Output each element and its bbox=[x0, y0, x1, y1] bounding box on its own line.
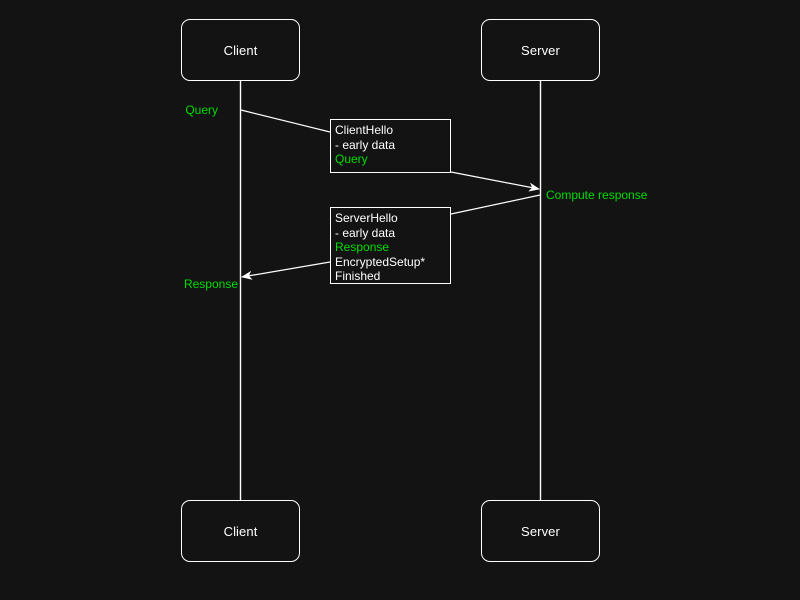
actor-label-server-top: Server bbox=[521, 42, 560, 58]
note-line: - early data bbox=[335, 225, 396, 240]
note-line: ClientHello bbox=[335, 123, 394, 137]
message-arrow-response bbox=[241, 261, 331, 280]
actor-label-client-bottom: Client bbox=[223, 523, 258, 539]
note-line-accent: Query bbox=[335, 152, 368, 167]
message-arrow-server-to-serverhello bbox=[450, 194, 541, 215]
actor-box-client-top[interactable]: Client bbox=[181, 19, 300, 81]
actor-box-client-bottom[interactable]: Client bbox=[181, 500, 300, 562]
note-box-clienthello[interactable]: ClientHello - early data Query bbox=[330, 119, 451, 173]
actor-box-server-bottom[interactable]: Server bbox=[481, 500, 600, 562]
note-line: EncryptedSetup* bbox=[335, 254, 426, 269]
actor-label-server-bottom: Server bbox=[521, 523, 560, 539]
note-line: - early data bbox=[335, 137, 396, 152]
message-arrow-clienthello-to-server bbox=[450, 171, 540, 192]
note-line-accent: Response bbox=[335, 240, 390, 255]
edge-label-response: Response bbox=[183, 277, 238, 291]
actor-label-client-top: Client bbox=[223, 42, 258, 58]
edge-label-query: Query bbox=[185, 103, 218, 117]
note-box-serverhello[interactable]: ServerHello - early data Response Encryp… bbox=[330, 207, 451, 284]
edge-label-compute-response: Compute response bbox=[546, 188, 648, 202]
note-line: Finished bbox=[335, 269, 381, 284]
message-arrow-query bbox=[240, 109, 331, 133]
actor-box-server-top[interactable]: Server bbox=[481, 19, 600, 81]
note-line: ServerHello bbox=[335, 211, 398, 225]
